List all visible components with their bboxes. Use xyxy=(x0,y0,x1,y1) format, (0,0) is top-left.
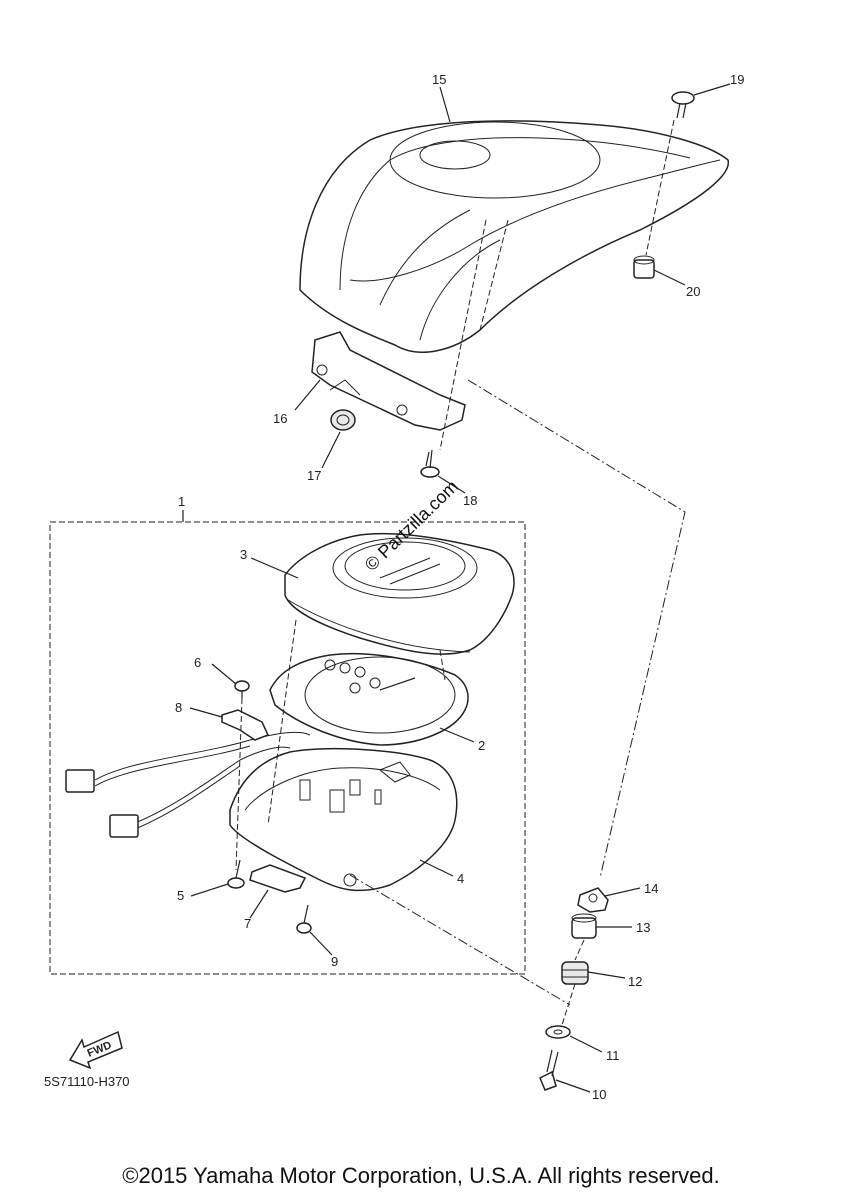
callout-11: 11 xyxy=(606,1048,620,1063)
callout-13: 13 xyxy=(636,920,650,935)
diagram-code: 5S71110-H370 xyxy=(44,1074,130,1089)
meter-case-part-4 xyxy=(229,747,458,892)
gasket-part-7 xyxy=(249,864,307,893)
grommet-part-12 xyxy=(561,961,589,985)
fwd-arrow-icon: FWD xyxy=(68,1030,123,1070)
callout-10: 10 xyxy=(592,1087,606,1102)
connector-lower xyxy=(109,814,139,838)
axis-line-screw-19 xyxy=(645,119,675,256)
callout-14: 14 xyxy=(644,881,658,896)
callout-15: 15 xyxy=(432,72,446,87)
callout-9: 9 xyxy=(331,954,338,969)
wire-harness xyxy=(65,731,311,838)
callout-3: 3 xyxy=(240,547,247,562)
meter-assembly-box xyxy=(49,521,526,975)
callout-6: 6 xyxy=(194,655,201,670)
grommet-part-17 xyxy=(330,409,356,431)
collar-part-20 xyxy=(633,255,655,279)
callout-2: 2 xyxy=(478,738,485,753)
copyright-notice: ©2015 Yamaha Motor Corporation, U.S.A. A… xyxy=(122,1163,720,1188)
meter-gauge-part-2 xyxy=(269,652,469,746)
callout-20: 20 xyxy=(686,284,700,299)
bolt-part-10 xyxy=(539,1049,559,1091)
meter-cover-part-15 xyxy=(299,120,730,353)
callout-12: 12 xyxy=(628,974,642,989)
callout-4: 4 xyxy=(457,871,464,886)
callout-5: 5 xyxy=(177,888,184,903)
center-line-bottom xyxy=(349,874,571,1006)
connector-upper xyxy=(65,769,95,793)
screw-part-9 xyxy=(296,904,312,934)
callout-19: 19 xyxy=(730,72,744,87)
leader-lines xyxy=(189,83,731,1093)
screw-part-19 xyxy=(671,91,695,119)
callout-7: 7 xyxy=(244,916,251,931)
washer-part-11 xyxy=(545,1025,571,1039)
axis-line-screw-18 xyxy=(439,219,487,451)
callout-1: 1 xyxy=(178,494,185,509)
callout-8: 8 xyxy=(175,700,182,715)
screw-part-5 xyxy=(227,859,245,889)
screw-part-18 xyxy=(420,449,440,478)
lens-housing-part-3 xyxy=(284,532,515,655)
collar-part-13 xyxy=(571,913,597,939)
center-line-right xyxy=(467,379,686,879)
bracket-part-16 xyxy=(311,331,466,431)
callout-16: 16 xyxy=(273,411,287,426)
callout-18: 18 xyxy=(463,493,477,508)
clamp-part-8 xyxy=(221,709,270,741)
callout-17: 17 xyxy=(307,468,321,483)
screw-part-6 xyxy=(234,680,250,698)
nut-part-14 xyxy=(577,887,609,913)
